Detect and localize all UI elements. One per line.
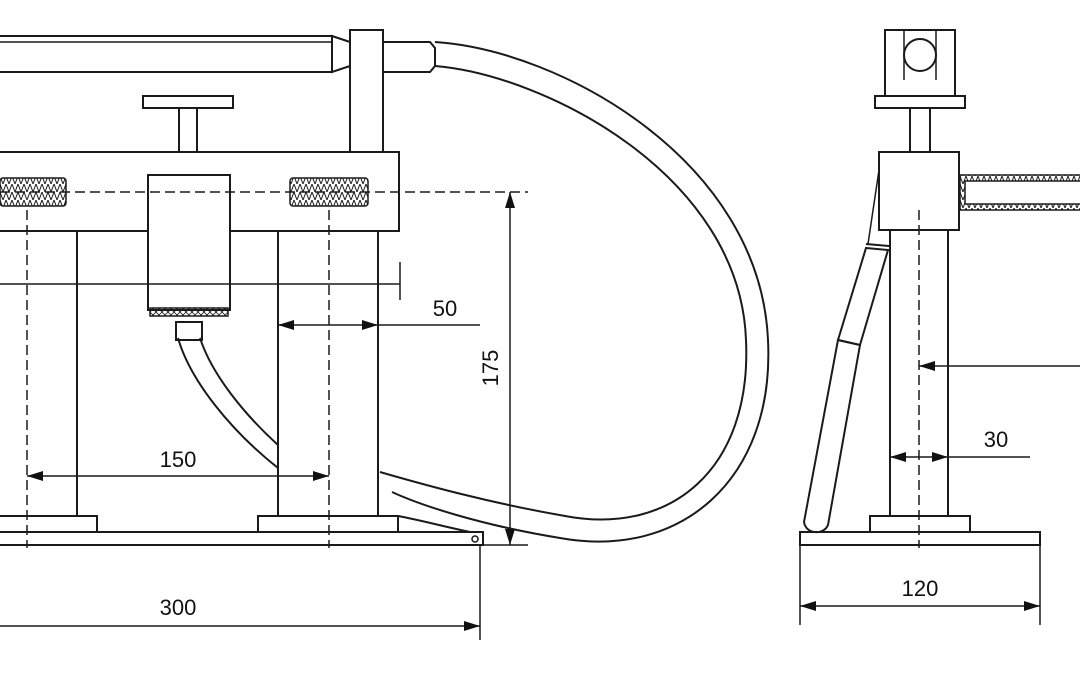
hose-connector [383,41,436,73]
base-deck [0,531,484,546]
dimension-150: 150 [27,447,329,481]
shower-link [867,169,880,245]
dimension-120: 120 [799,545,1041,625]
dimension-30: 30 [890,427,1030,462]
hose-inner [379,65,748,521]
shower-handset-band [865,243,890,247]
front-view: 50 175 150 300 [0,29,770,640]
hose-outer [391,41,770,543]
hose-lower-collar [175,321,203,341]
side-handle-knob [903,38,937,72]
hose-end [380,515,471,533]
side-spout-inner [964,180,1080,205]
dimension-175: 175 [478,192,528,546]
side-handle-stem [884,29,956,97]
dimension-label-120: 120 [902,576,939,601]
side-foot [869,515,971,533]
dimension-label-175: 175 [478,350,503,387]
hose-lower-outer [177,337,279,469]
drain-mark [471,535,479,543]
spout-outlet [149,307,229,317]
right-foot-plate [257,515,399,533]
handle-stem [178,107,198,153]
dimension-label-150: 150 [160,447,197,472]
shower-handle [802,338,862,534]
side-view: 30 120 [799,29,1080,625]
dimension-50: 50 [278,296,480,330]
shower-handset [836,246,890,347]
hose-lower-inner [199,337,279,446]
holder-bar-taper [331,34,351,74]
spout-block [147,174,231,311]
dimension-label-30: 30 [984,427,1008,452]
holder-column [349,29,384,153]
dimension-label-300: 300 [160,595,197,620]
handle-top [142,95,234,109]
side-leader-arrow [919,361,935,371]
dimension-label-50: 50 [433,296,457,321]
side-handle-plate [874,95,966,109]
side-base [799,531,1041,546]
dimension-300: 300 [0,545,481,640]
left-foot-plate [0,515,98,533]
